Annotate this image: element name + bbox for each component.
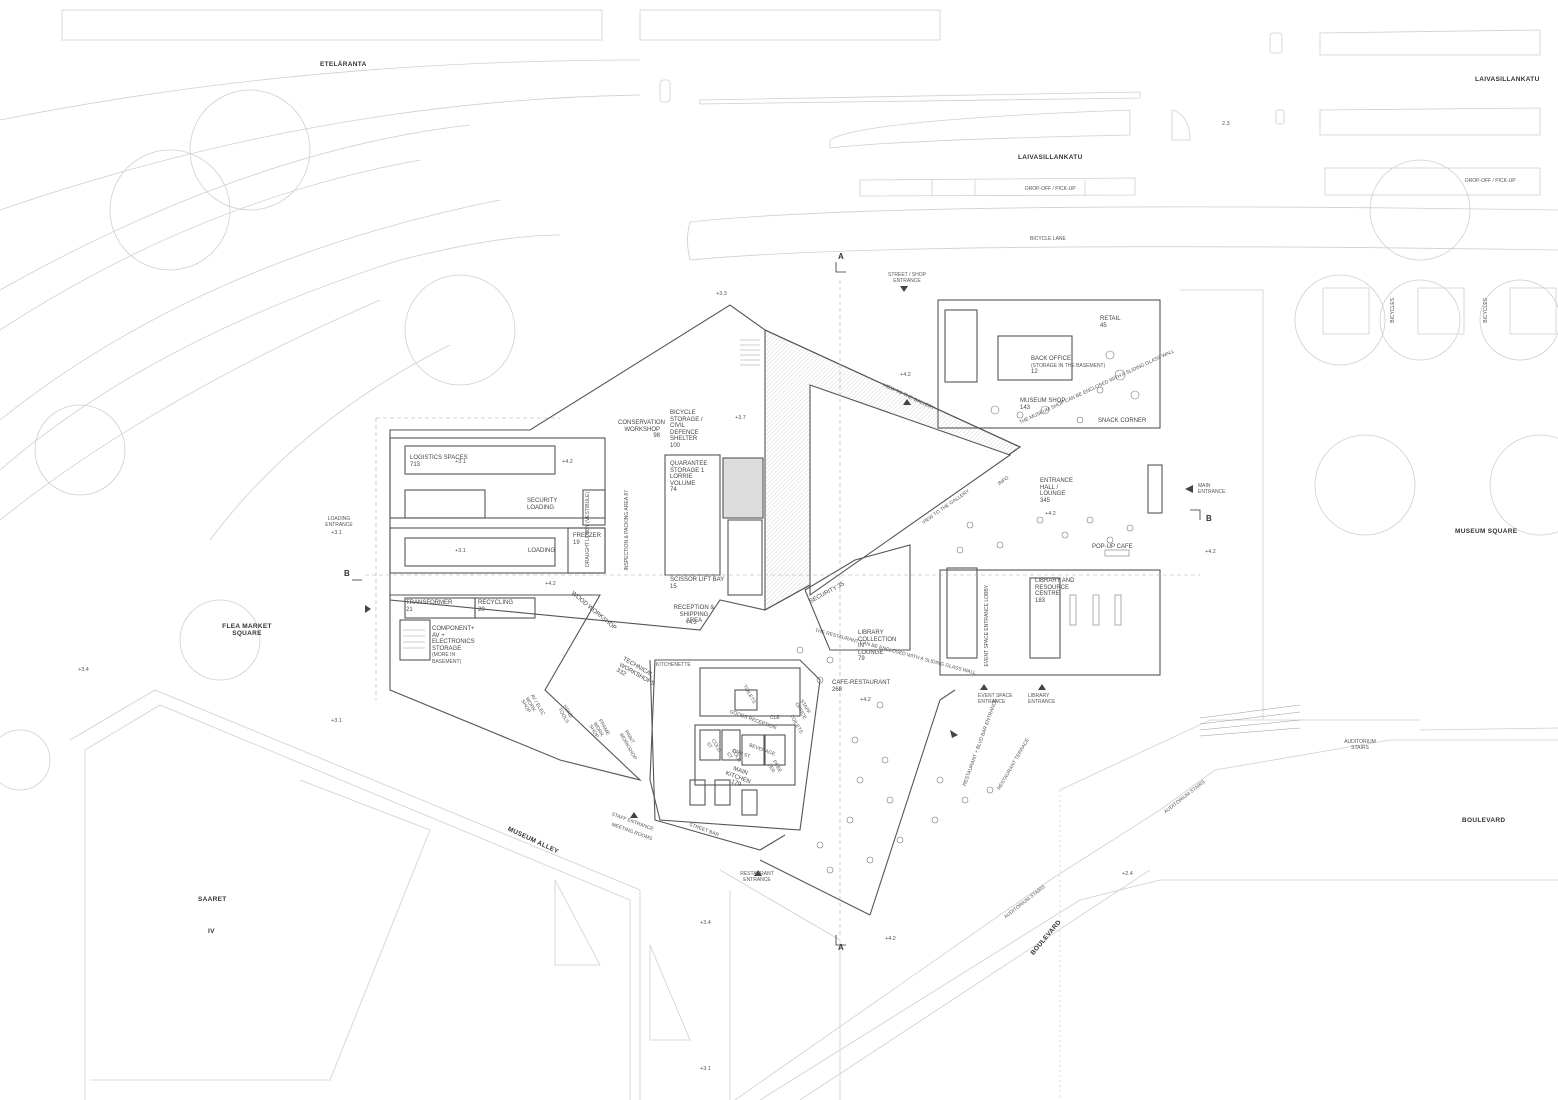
section-mark-a-top: A [838,252,844,261]
stairs [403,339,1301,737]
entrance-arrows [365,286,1193,876]
saaret-iv-label: IV [208,928,215,935]
level-mark: +3.1 [455,548,466,554]
level-mark: +3.1 [455,459,466,465]
level-mark: +3.4 [78,667,89,673]
library-entrance-label: LIBRARY ENTRANCE [1028,693,1056,705]
bicycles-label-2: BICYCLES [1483,298,1489,323]
room-draught-lobby: DRAUGHT LOBBY (VESTIBULE) [585,492,591,567]
level-mark: +4.2 [885,936,896,942]
level-mark: +3.1 [700,1066,711,1072]
dropoff-label-1: DROP-OFF / PICK-UP [1025,186,1076,192]
building-walls [389,299,1163,916]
grid-lines [365,280,1200,935]
bicycles-label-1: BICYCLES [1390,298,1396,323]
room-reception: RECEPTION & SHIPPING AREA [673,605,715,624]
level-mark: +3.7 [735,415,746,421]
section-lines [352,262,1201,946]
street-etelaranta: ETELÄRANTA [320,61,367,68]
level-mark: +3.4 [700,920,711,926]
section-mark-a-bottom: A [838,943,844,952]
event-space-entrance-label: EVENT SPACE ENTRANCE [978,693,1013,705]
street-laivasillankatu: LAIVASILLANKATU [1018,154,1083,161]
bicycle-lane-label: BICYCLE LANE [1030,236,1066,242]
room-popup-cafe: POP-UP CAFE [1092,544,1133,550]
main-entrance-label: MAIN ENTRANCE [1198,483,1226,495]
section-mark-b-left: B [344,569,350,578]
boulevard-label-east: BOULEVARD [1462,817,1506,824]
room-component-storage: COMPONENT+ AV + ELECTRONICS STORAGE(MORE… [432,626,475,665]
level-mark: +4.2 [860,697,871,703]
room-loading: LOADING [528,548,556,554]
furniture [796,350,1140,874]
level-mark: 2.3 [1222,121,1230,127]
context-streets [0,9,1558,1100]
room-snack-corner: SNACK CORNER [1098,418,1147,424]
level-mark: +4.2 [900,372,911,378]
loading-entrance-label: LOADING ENTRANCE [325,516,353,528]
saaret-label: SAARET [198,896,227,903]
kitchenette-note: KITCHENETTE [656,662,691,668]
dropoff-label-2: DROP-OFF / PICK-UP [1465,178,1516,184]
room-cle: CLE [770,715,780,721]
restaurant-entrance-label: RESTAURANT ENTRANCE [740,871,774,883]
room-security-loading: SECURITY LOADING [527,498,558,511]
flea-market-square-label: FLEA MARKET SQUARE [222,623,272,637]
level-mark: +2.4 [1122,871,1133,877]
level-mark: +4.2 [562,459,573,465]
level-mark: +3.3 [716,291,727,297]
room-event-lobby: EVENT SPACE ENTRANCE LOBBY [984,585,990,667]
street-shop-entrance-label: STREET / SHOP ENTRANCE [888,272,926,284]
auditorium-stairs-label-1: AUDITORIUM STAIRS [1344,739,1376,751]
room-back-office: BACK OFFICE(STORAGE IN THE BASEMENT)12 [1031,356,1106,375]
section-mark-b-right: B [1206,514,1212,523]
level-mark: +4.2 [1205,549,1216,555]
museum-square-label: MUSEUM SQUARE [1455,528,1518,535]
level-mark: +4.2 [545,581,556,587]
level-mark: +3.1 [331,530,342,536]
room-inspection: INSPECTION & PACKING AREA 87 [624,490,630,571]
level-mark: +4.2 [1045,511,1056,517]
level-mark: +4.2 [686,620,697,626]
level-mark: +3.1 [331,718,342,724]
street-laivasillankatu-east: LAIVASILLANKATU [1475,76,1540,83]
